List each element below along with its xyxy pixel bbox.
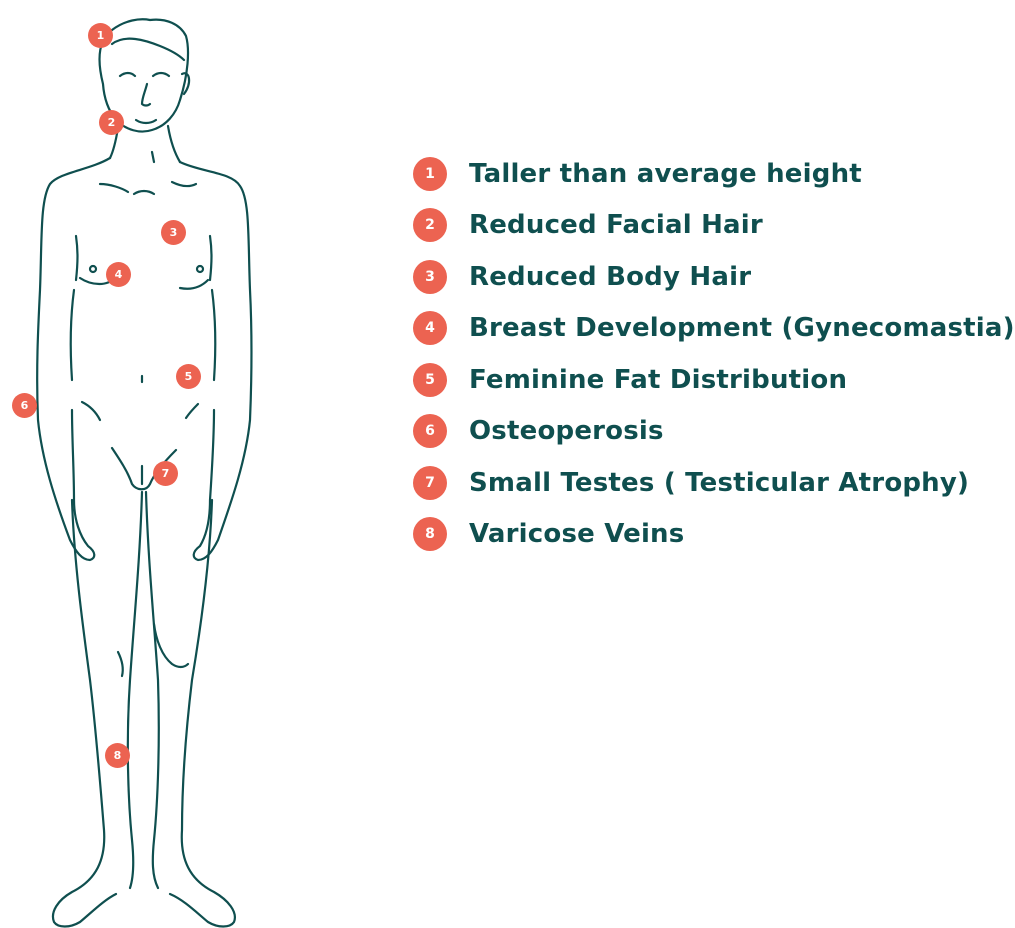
legend-number-badge: 1 xyxy=(413,157,447,191)
brow-left xyxy=(120,73,135,76)
legend-item: 4 Breast Development (Gynecomastia) xyxy=(413,303,1015,355)
legend-label: Osteoperosis xyxy=(469,416,664,446)
legend-item: 7 Small Testes ( Testicular Atrophy) xyxy=(413,457,1015,509)
leg-right-inner xyxy=(146,492,159,888)
legend-item: 5 Feminine Fat Distribution xyxy=(413,354,1015,406)
chest-left-line xyxy=(76,236,78,280)
hip-right xyxy=(186,404,198,418)
legend-number-badge: 2 xyxy=(413,208,447,242)
legend-label: Taller than average height xyxy=(469,159,862,189)
legend-item: 3 Reduced Body Hair xyxy=(413,251,1015,303)
knee-right xyxy=(154,624,188,667)
legend-number-badge: 6 xyxy=(413,414,447,448)
torso-left xyxy=(37,158,110,560)
neck-line xyxy=(152,152,154,162)
legend-label: Small Testes ( Testicular Atrophy) xyxy=(469,468,969,498)
waist-left xyxy=(71,290,74,380)
legend-number-badge: 4 xyxy=(413,311,447,345)
legend-label: Varicose Veins xyxy=(469,519,684,549)
waist-right xyxy=(212,290,215,380)
legend-item: 6 Osteoperosis xyxy=(413,406,1015,458)
marker-1[interactable]: 1 xyxy=(88,23,113,48)
legend-number-badge: 7 xyxy=(413,466,447,500)
legend-label: Reduced Body Hair xyxy=(469,262,751,292)
body-outline-figure xyxy=(0,0,260,928)
nose xyxy=(142,84,150,106)
legend-item: 2 Reduced Facial Hair xyxy=(413,200,1015,252)
collar-right xyxy=(172,182,196,186)
knee-left xyxy=(118,652,123,676)
chest-mid xyxy=(134,191,154,194)
leg-right-outer xyxy=(170,500,235,927)
leg-left-inner xyxy=(128,492,142,888)
legend-item: 8 Varicose Veins xyxy=(413,509,1015,561)
hair-line xyxy=(112,39,184,60)
collar-left xyxy=(100,184,128,192)
brow-right xyxy=(153,73,169,76)
marker-8[interactable]: 8 xyxy=(105,743,130,768)
leg-left-outer xyxy=(53,500,116,927)
legend-item: 1 Taller than average height xyxy=(413,148,1015,200)
legend-number-badge: 5 xyxy=(413,363,447,397)
mouth xyxy=(136,120,156,123)
legend-number-badge: 8 xyxy=(413,517,447,551)
legend-list: 1 Taller than average height 2 Reduced F… xyxy=(413,148,1015,560)
marker-5[interactable]: 5 xyxy=(176,364,201,389)
hip-left xyxy=(82,402,100,420)
legend-label: Reduced Facial Hair xyxy=(469,210,763,240)
neck-right xyxy=(168,126,180,162)
marker-6[interactable]: 6 xyxy=(12,393,37,418)
nipple-left xyxy=(90,266,96,272)
breast-right xyxy=(180,280,208,289)
nipple-right xyxy=(197,266,203,272)
marker-2[interactable]: 2 xyxy=(99,110,124,135)
marker-3[interactable]: 3 xyxy=(161,220,186,245)
legend-label: Feminine Fat Distribution xyxy=(469,365,847,395)
marker-4[interactable]: 4 xyxy=(106,262,131,287)
marker-7[interactable]: 7 xyxy=(153,461,178,486)
chest-right-line xyxy=(210,236,212,280)
legend-label: Breast Development (Gynecomastia) xyxy=(469,313,1015,343)
legend-number-badge: 3 xyxy=(413,260,447,294)
